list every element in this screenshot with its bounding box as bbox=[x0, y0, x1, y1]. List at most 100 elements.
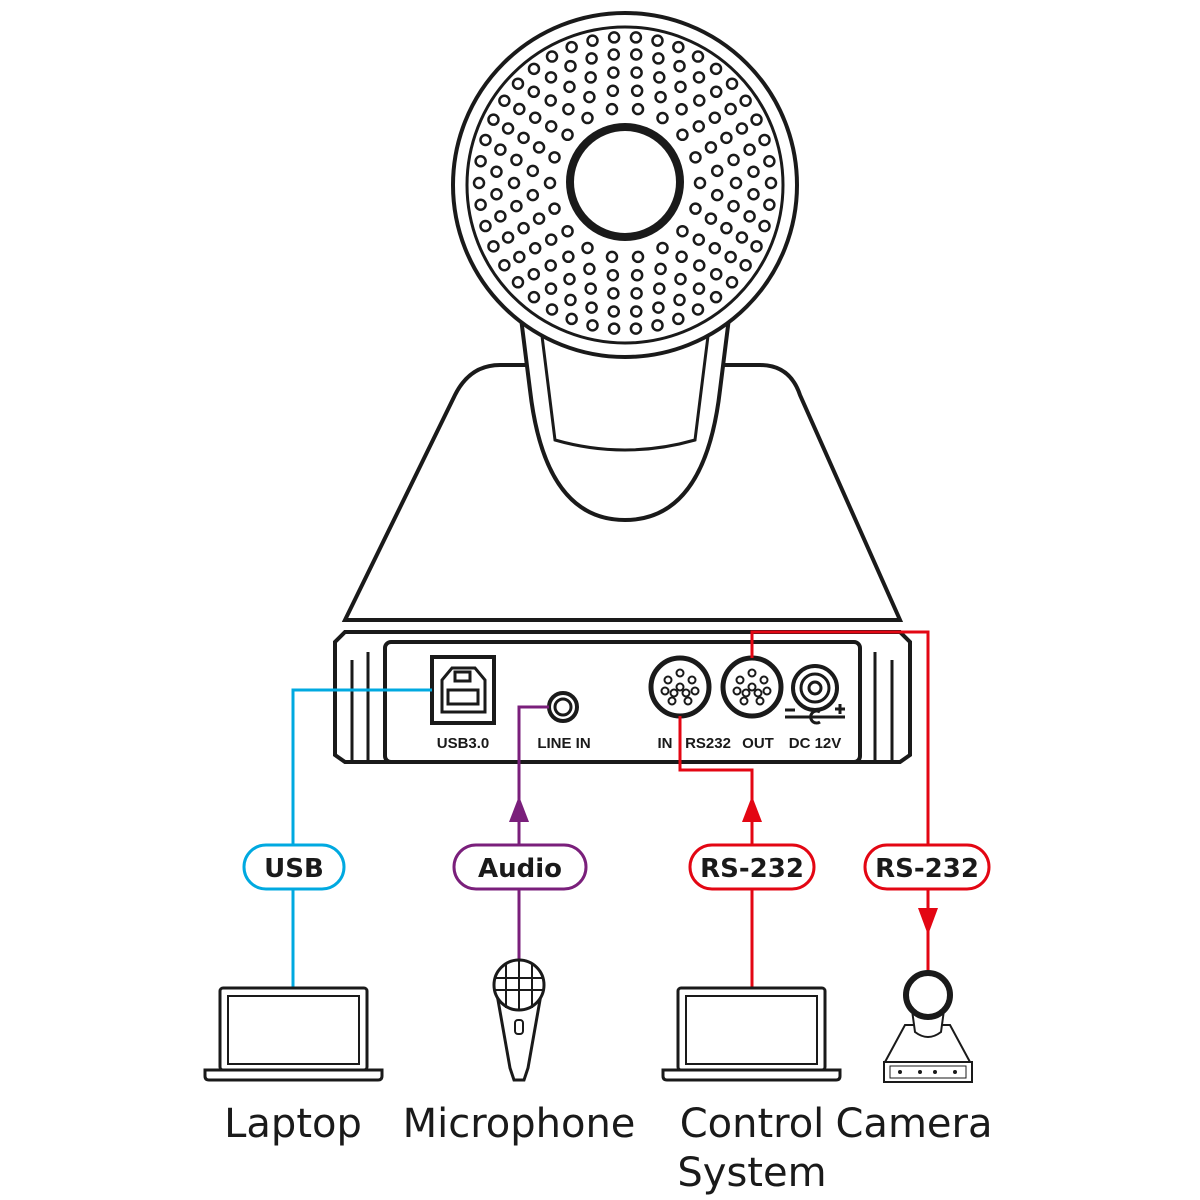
grille-hole bbox=[709, 85, 723, 99]
control-system-laptop-icon bbox=[661, 986, 842, 1082]
grille-hole bbox=[708, 241, 722, 255]
grille-hole bbox=[513, 250, 526, 264]
grille-hole bbox=[709, 267, 723, 281]
grille-hole bbox=[528, 241, 542, 255]
grille-hole bbox=[692, 71, 706, 84]
grille-hole bbox=[605, 250, 619, 264]
grille-hole bbox=[725, 276, 739, 289]
grille-hole bbox=[564, 59, 577, 73]
grille-hole bbox=[607, 31, 621, 44]
grille-hole bbox=[498, 258, 511, 272]
grille-hole bbox=[607, 66, 620, 79]
grille-hole bbox=[585, 52, 598, 65]
svg-text:USB: USB bbox=[264, 854, 324, 884]
grille-hole bbox=[672, 40, 685, 54]
grille-hole bbox=[472, 176, 486, 190]
connector-pin bbox=[660, 686, 670, 696]
connector-pin bbox=[739, 696, 749, 706]
grille-hole bbox=[510, 153, 523, 167]
grille-hole bbox=[606, 84, 620, 98]
grille-hole bbox=[510, 199, 523, 213]
grille-hole bbox=[750, 113, 763, 126]
rs232-out-port bbox=[720, 655, 784, 719]
grille-hole bbox=[544, 71, 558, 84]
grille-hole bbox=[739, 94, 752, 108]
grille-hole bbox=[729, 176, 743, 190]
dc-power-jack bbox=[785, 664, 845, 725]
grille-hole bbox=[743, 143, 756, 156]
grille-hole bbox=[629, 48, 643, 61]
grille-hole bbox=[507, 176, 521, 190]
grille-hole bbox=[629, 305, 643, 318]
grille-hole bbox=[763, 154, 776, 168]
grille-hole bbox=[526, 164, 540, 178]
grille-hole bbox=[675, 102, 688, 116]
grille-hole bbox=[501, 122, 515, 135]
grille-hole bbox=[586, 34, 599, 47]
grille-hole bbox=[689, 151, 702, 164]
grille-hole bbox=[692, 282, 706, 295]
grille-hole bbox=[651, 34, 664, 47]
rs232-in-port bbox=[648, 655, 712, 719]
grille-hole bbox=[561, 224, 574, 238]
grille-hole bbox=[583, 262, 596, 276]
microphone-icon bbox=[492, 958, 546, 1082]
connector-pin bbox=[690, 686, 700, 696]
grille-hole bbox=[631, 102, 645, 116]
connector-pin bbox=[663, 675, 673, 685]
grille-hole bbox=[563, 80, 576, 94]
grille-hole bbox=[629, 31, 643, 44]
grille-hole bbox=[545, 303, 559, 316]
usb-port bbox=[430, 655, 496, 725]
grille-hole bbox=[720, 131, 733, 145]
grille-hole bbox=[513, 102, 526, 116]
grille-hole bbox=[565, 312, 578, 326]
grille-hole bbox=[498, 94, 511, 108]
grille-hole bbox=[758, 133, 771, 147]
grille-hole bbox=[653, 71, 666, 84]
connector-pin bbox=[667, 696, 677, 706]
port-label-line-in: LINE IN bbox=[537, 735, 590, 752]
arrow-up-icon bbox=[509, 796, 529, 822]
grille-hole bbox=[629, 322, 643, 335]
line-in-jack bbox=[547, 691, 579, 723]
grille-hole bbox=[708, 111, 722, 125]
grille-hole bbox=[630, 66, 643, 79]
grille-hole bbox=[584, 71, 597, 84]
grille-hole bbox=[739, 258, 752, 272]
grille-hole bbox=[764, 176, 778, 190]
grille-hole bbox=[653, 282, 666, 295]
grille-hole bbox=[545, 50, 559, 63]
connection-label-rs232-camera: RS-232 bbox=[863, 843, 991, 891]
grille-hole bbox=[527, 85, 541, 99]
grille-hole bbox=[607, 322, 621, 335]
grille-hole bbox=[586, 319, 599, 332]
grille-hole bbox=[656, 111, 669, 125]
ptz-camera bbox=[341, 11, 904, 622]
device-label-microphone: Microphone bbox=[403, 1101, 636, 1147]
grille-hole bbox=[709, 62, 723, 76]
connection-label-usb: USB bbox=[242, 843, 346, 891]
connector-pin bbox=[735, 675, 745, 685]
grille-hole bbox=[710, 188, 724, 202]
grille-hole bbox=[474, 154, 487, 168]
grille-hole bbox=[652, 301, 665, 314]
grille-hole bbox=[710, 164, 724, 178]
grille-hole bbox=[656, 241, 669, 255]
grille-hole bbox=[517, 131, 530, 145]
grille-hole bbox=[727, 199, 740, 213]
connection-label-audio: Audio bbox=[452, 843, 588, 891]
grille-hole bbox=[607, 48, 621, 61]
grille-hole bbox=[532, 212, 546, 225]
connection-label-rs232-control: RS-232 bbox=[688, 843, 816, 891]
svg-text:Audio: Audio bbox=[478, 854, 562, 884]
grille-hole bbox=[479, 133, 492, 147]
grille-hole bbox=[511, 276, 525, 289]
grille-hole bbox=[692, 120, 706, 133]
grille-hole bbox=[487, 113, 500, 126]
grille-hole bbox=[527, 62, 541, 76]
grille-hole bbox=[630, 84, 644, 98]
grille-hole bbox=[526, 188, 540, 202]
camera-neck bbox=[517, 308, 733, 523]
